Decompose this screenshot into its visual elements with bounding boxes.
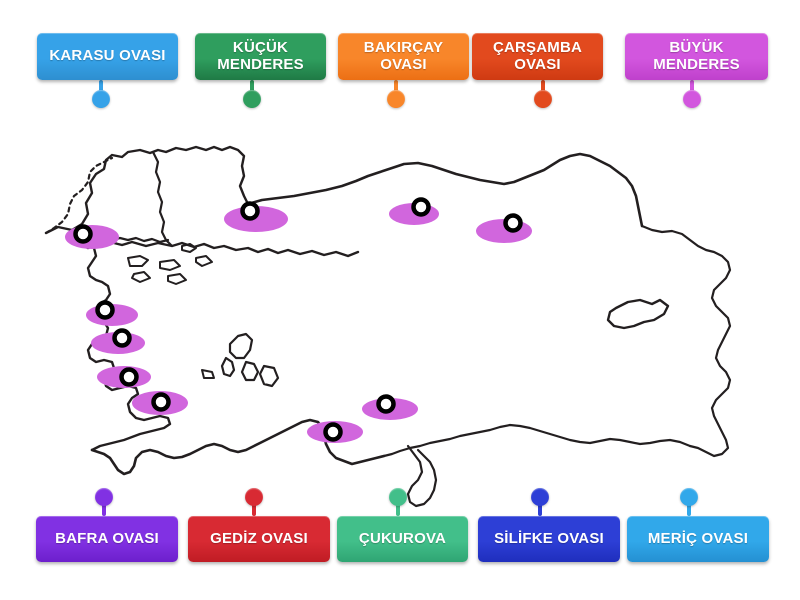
label-gediz-ovasi[interactable]: GEDİZ OVASI <box>188 516 330 562</box>
lake-aksehir <box>258 364 280 388</box>
plain-marker-group <box>73 197 523 442</box>
label-bafra-ovasi-text: BAFRA OVASI <box>55 529 159 547</box>
lake-small <box>201 369 215 379</box>
aegean-island-1 <box>127 255 149 267</box>
marker-gediz-ring-icon[interactable] <box>119 367 139 387</box>
lake-beysehir <box>220 356 236 378</box>
karasu-ovasi-pin <box>92 80 110 108</box>
label-gediz-ovasi-text: GEDİZ OVASI <box>210 529 308 547</box>
kucuk-menderes-pin-knob-icon <box>243 90 261 108</box>
aegean-island-6 <box>181 243 197 253</box>
marker-bafra-ring-icon[interactable] <box>411 197 431 217</box>
eastern-border <box>640 224 732 458</box>
turkey-outline <box>44 145 732 508</box>
gediz-ovasi-pin <box>245 488 263 516</box>
marker-carsamba[interactable] <box>503 213 523 233</box>
label-cukurova[interactable]: ÇUKUROVA <box>337 516 468 562</box>
bakircay-ovasi-pin-knob-icon <box>387 90 405 108</box>
lake-tuz <box>228 332 254 360</box>
label-buyuk-menderes[interactable]: BÜYÜK MENDERES <box>625 33 768 80</box>
carsamba-ovasi-pin <box>534 80 552 108</box>
bosphorus-line <box>151 150 174 248</box>
marker-cukurova-ring-icon[interactable] <box>376 394 396 414</box>
marker-carsamba-ring-icon[interactable] <box>503 213 523 233</box>
marker-meric-ring-icon[interactable] <box>73 224 93 244</box>
label-meric-ovasi-text: MERİÇ OVASI <box>647 529 749 547</box>
marker-karasu-ring-icon[interactable] <box>240 201 260 221</box>
label-bakircay-ovasi[interactable]: BAKIRÇAY OVASI <box>338 33 469 80</box>
label-cukurova-text: ÇUKUROVA <box>358 529 447 547</box>
label-silifke-ovasi[interactable]: SİLİFKE OVASI <box>478 516 620 562</box>
marker-karasu[interactable] <box>240 201 260 221</box>
carsamba-ovasi-pin-knob-icon <box>534 90 552 108</box>
marker-buyuk-ring-icon[interactable] <box>151 392 171 412</box>
cukurova-pin-knob-icon <box>389 488 407 506</box>
label-bakircay-ovasi-text: BAKIRÇAY OVASI <box>363 38 444 73</box>
label-buyuk-menderes-text: BÜYÜK MENDERES <box>653 38 740 73</box>
aegean-island-3 <box>131 271 151 283</box>
mediterranean-coast <box>90 418 386 476</box>
hatay-panhandle <box>406 444 438 508</box>
label-karasu-ovasi[interactable]: KARASU OVASI <box>37 33 178 80</box>
meric-ovasi-pin <box>680 488 698 516</box>
marker-bakircay[interactable] <box>95 300 115 320</box>
marker-kucuk[interactable] <box>112 328 132 348</box>
marker-gediz[interactable] <box>119 367 139 387</box>
balkan-border <box>44 156 114 235</box>
label-bafra-ovasi[interactable]: BAFRA OVASI <box>36 516 178 562</box>
black-sea-coast <box>246 152 644 228</box>
label-carsamba-ovasi[interactable]: ÇARŞAMBA OVASI <box>472 33 603 80</box>
label-carsamba-ovasi-text: ÇARŞAMBA OVASI <box>492 38 583 73</box>
marker-kucuk-ring-icon[interactable] <box>112 328 132 348</box>
label-kucuk-menderes-text: KÜÇÜK MENDERES <box>217 38 304 73</box>
label-karasu-ovasi-text: KARASU OVASI <box>49 47 166 65</box>
southeast-border <box>382 423 692 458</box>
silifke-ovasi-pin <box>531 488 549 516</box>
karasu-ovasi-pin-knob-icon <box>92 90 110 108</box>
kucuk-menderes-pin <box>243 80 261 108</box>
aegean-island-4 <box>167 273 187 285</box>
meric-ovasi-pin-knob-icon <box>680 488 698 506</box>
buyuk-menderes-pin-knob-icon <box>683 90 701 108</box>
bakircay-ovasi-pin <box>387 80 405 108</box>
lake-egirdir <box>240 360 260 382</box>
label-meric-ovasi[interactable]: MERİÇ OVASI <box>627 516 769 562</box>
silifke-ovasi-pin-knob-icon <box>531 488 549 506</box>
buyuk-menderes-pin <box>683 80 701 108</box>
marker-silifke[interactable] <box>323 422 343 442</box>
marker-bafra[interactable] <box>411 197 431 217</box>
marker-karasu-highlight <box>224 206 288 232</box>
aegean-island-5 <box>195 255 213 267</box>
aegean-island-2 <box>159 259 181 271</box>
cukurova-pin <box>389 488 407 516</box>
lake-van <box>606 298 670 330</box>
thrace-outline <box>44 145 250 235</box>
bafra-ovasi-pin <box>95 488 113 516</box>
marker-silifke-ring-icon[interactable] <box>323 422 343 442</box>
label-kucuk-menderes[interactable]: KÜÇÜK MENDERES <box>195 33 326 80</box>
label-silifke-ovasi-text: SİLİFKE OVASI <box>494 529 604 547</box>
gediz-ovasi-pin-knob-icon <box>245 488 263 506</box>
marker-buyuk[interactable] <box>151 392 171 412</box>
marker-meric[interactable] <box>73 224 93 244</box>
bafra-ovasi-pin-knob-icon <box>95 488 113 506</box>
marker-bakircay-ring-icon[interactable] <box>95 300 115 320</box>
marker-cukurova[interactable] <box>376 394 396 414</box>
